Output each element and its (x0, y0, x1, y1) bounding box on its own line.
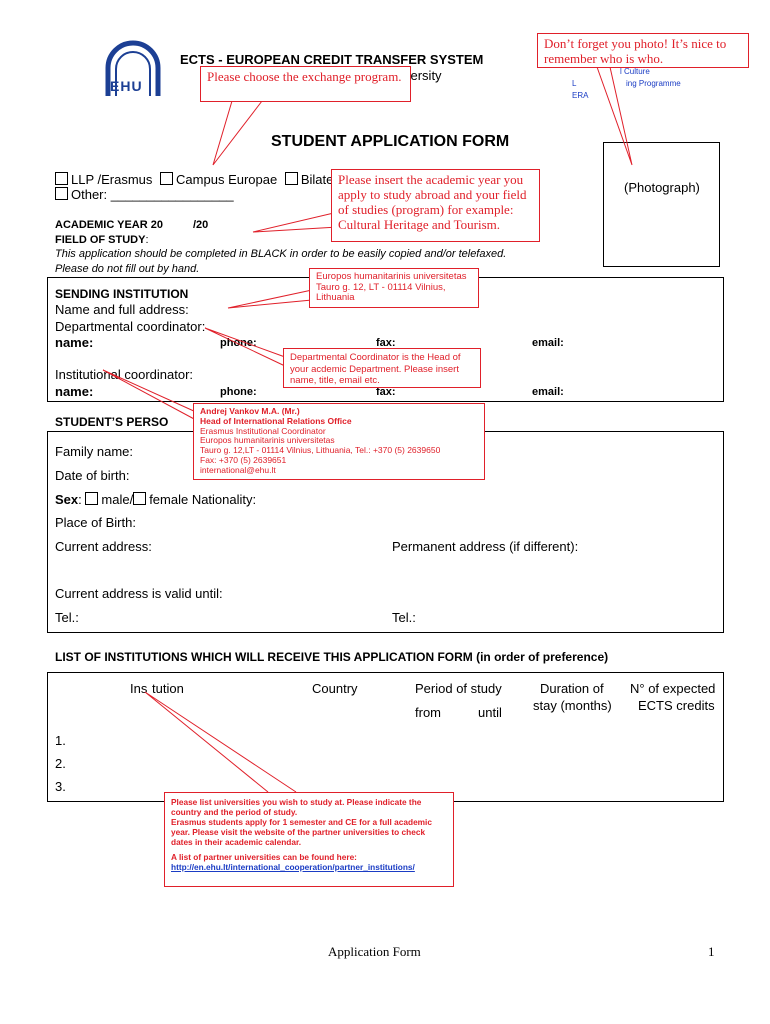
institutions-list-heading: LIST OF INSTITUTIONS WHICH WILL RECEIVE … (55, 650, 609, 664)
instruction-note-2: Please do not fill out by hand. (55, 263, 200, 275)
current-address-label: Current address: (55, 539, 152, 554)
male-checkbox[interactable] (85, 492, 99, 505)
footer-label: Application Form (328, 944, 421, 959)
sex-row: Sex: male/female Nationality: (55, 492, 257, 507)
personal-data-heading: STUDENT’S PERSO (55, 415, 169, 429)
female-nationality-label: female Nationality: (149, 492, 257, 507)
inst-name-label: name: (55, 384, 94, 399)
bilateral-checkbox[interactable] (284, 172, 298, 185)
sending-institution-heading: SENDING INSTITUTION (55, 287, 189, 301)
departmental-coordinator-callout: Departmental Coordinator is the Head of … (283, 348, 481, 388)
other-program-option: Other: _________________ (55, 187, 234, 202)
institutional-coordinator-callout: Andrej Vankov M.A. (Mr.) Head of Interna… (193, 403, 485, 480)
other-checkbox[interactable] (55, 187, 68, 200)
dept-name-label: name: (55, 335, 94, 350)
dept-fax-label: fax: (376, 337, 396, 349)
col-from: from (415, 705, 441, 720)
col-country: Country (312, 681, 358, 696)
campus-europae-checkbox[interactable] (160, 172, 174, 185)
inst-fax-label: fax: (376, 386, 396, 398)
name-and-address-label: Name and full address: (55, 302, 189, 317)
academic-year-suffix: /20 (193, 219, 209, 231)
sex-label: Sex (55, 492, 79, 507)
col-ects-1: N° of expected (630, 681, 716, 696)
ehu-arch-icon (105, 40, 161, 96)
program-options: LLP /Erasmus Campus Europae Bilate (55, 172, 333, 187)
program-text-fragment-2: L (572, 79, 577, 88)
col-ects-2: ECTS credits (638, 698, 715, 713)
date-of-birth-label: Date of birth: (55, 468, 130, 483)
field-of-study-label: FIELD OF STUDY (55, 234, 146, 246)
place-of-birth-label: Place of Birth: (55, 515, 136, 530)
photograph-box[interactable] (603, 142, 720, 267)
photo-callout: Don’t forget you photo! It’s nice to rem… (537, 33, 749, 68)
col-institution-a: Ins (130, 681, 148, 696)
institution-row-3: 3. (55, 779, 66, 794)
ehu-logo: EHU (100, 38, 166, 100)
program-text-fragment-3: ing Programme (626, 79, 681, 88)
address-valid-until-label: Current address is valid until: (55, 586, 223, 601)
program-text-fragment-4: ERA (572, 91, 589, 100)
instruction-note-1: This application should be completed in … (55, 248, 507, 260)
program-text-fragment-1: l Culture (620, 67, 650, 76)
col-period: Period of study (415, 681, 502, 696)
family-name-label: Family name: (55, 444, 134, 459)
photograph-label: (Photograph) (624, 180, 700, 195)
institutions-list-callout: Please list universities you wish to stu… (164, 792, 454, 887)
bilateral-label: Bilate (300, 172, 334, 187)
inst-email-label: email: (532, 386, 564, 398)
other-label: Other: _________________ (71, 187, 234, 202)
permanent-address-label: Permanent address (if different): (392, 539, 579, 554)
institution-row-2: 2. (55, 756, 66, 771)
campus-europae-label: Campus Europae (176, 172, 278, 187)
partner-universities-link[interactable]: http://en.ehu.lt/international_cooperati… (171, 862, 415, 872)
llp-erasmus-label: LLP /Erasmus (71, 172, 153, 187)
page-number: 1 (708, 944, 715, 959)
departmental-coordinator-label: Departmental coordinator: (55, 319, 206, 334)
ehu-logo-text: EHU (110, 78, 143, 94)
address-callout: Europos humanitarinis universitetas Taur… (309, 268, 479, 308)
inst-phone-label: phone: (220, 386, 257, 398)
field-of-study-row: FIELD OF STUDY: (55, 234, 149, 246)
academic-year-callout: Please insert the academic year you appl… (331, 169, 540, 242)
header-title: ECTS - EUROPEAN CREDIT TRANSFER SYSTEM (180, 52, 484, 67)
male-label: male/ (101, 492, 134, 507)
exchange-program-callout: Please choose the exchange program. (200, 66, 411, 102)
form-title: STUDENT APPLICATION FORM (271, 133, 510, 150)
header-university-fragment: versity (404, 68, 442, 83)
dept-email-label: email: (532, 337, 564, 349)
institutional-coordinator-label: Institutional coordinator: (55, 367, 194, 382)
tel-label-2: Tel.: (392, 610, 416, 625)
academic-year-label: ACADEMIC YEAR 20 (55, 219, 163, 231)
llp-erasmus-checkbox[interactable] (55, 172, 68, 185)
col-duration-1: Duration of (540, 681, 604, 696)
col-duration-2: stay (months) (533, 698, 612, 713)
col-institution-b: tution (152, 681, 184, 696)
col-until: until (478, 705, 502, 720)
dept-phone-label: phone: (220, 337, 257, 349)
female-checkbox[interactable] (133, 492, 147, 505)
institutions-list-box (47, 672, 724, 802)
tel-label-1: Tel.: (55, 610, 79, 625)
institution-row-1: 1. (55, 733, 66, 748)
